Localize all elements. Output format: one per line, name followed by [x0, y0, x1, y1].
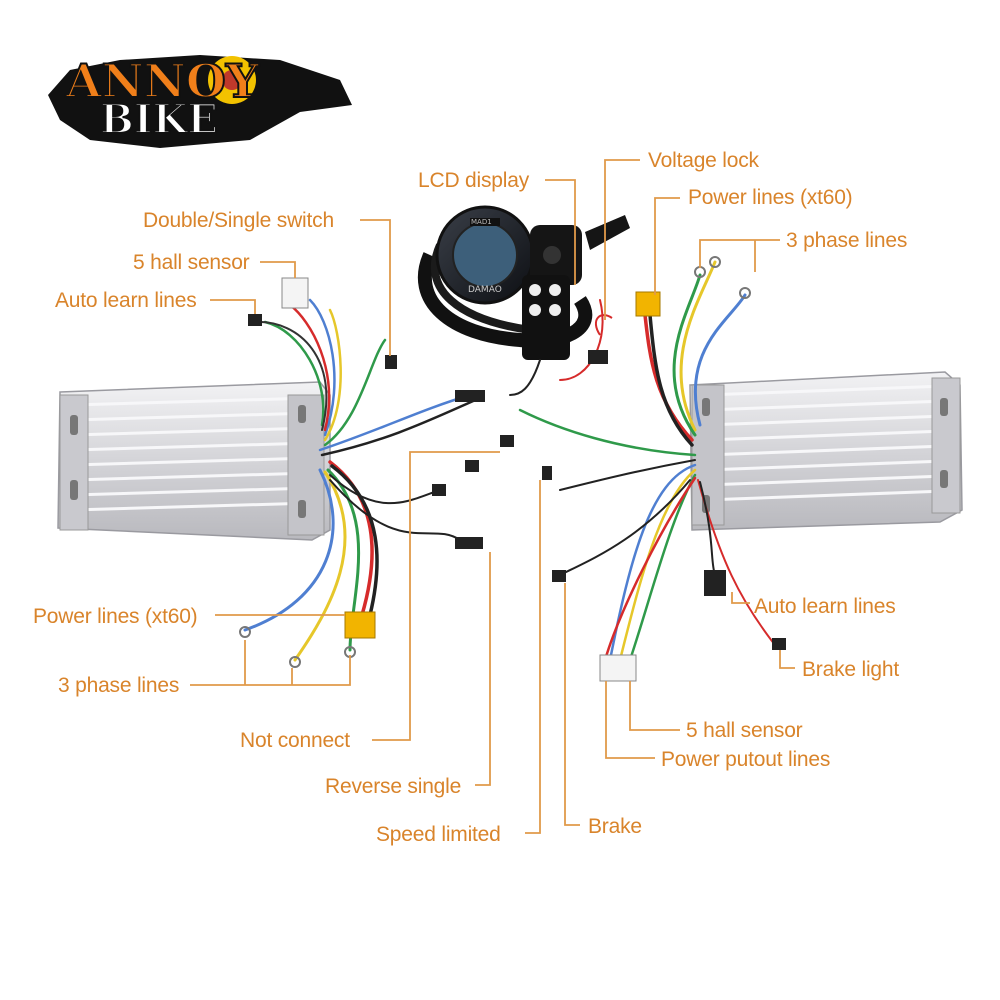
brake-light-connector	[772, 638, 786, 650]
hall-connector-right	[599, 654, 637, 682]
leader-brake-light	[779, 650, 795, 669]
leader-auto-learn-left	[210, 299, 256, 314]
left-controller	[57, 381, 331, 541]
right-wiring	[509, 260, 776, 662]
brand-logo	[48, 55, 352, 148]
label-power-putout-lines: Power putout lines	[661, 748, 831, 771]
label-speed-limited: Speed limited	[376, 823, 501, 846]
display-brand-text: DAMAO	[468, 285, 502, 295]
label-reverse-single: Reverse single	[325, 775, 462, 798]
label-5-hall-sensor-right: 5 hall sensor	[686, 719, 803, 742]
label-voltage-lock: Voltage lock	[648, 149, 759, 172]
switch-connector	[385, 355, 397, 369]
label-lcd-display: LCD display	[418, 169, 530, 192]
leader-3phase-left	[190, 655, 351, 686]
label-double-single-switch: Double/Single switch	[143, 209, 334, 232]
display-model-text: MAD1	[471, 218, 492, 226]
leader-lines	[190, 159, 795, 834]
auto-learn-connector-right	[704, 570, 726, 596]
leader-voltage-lock	[604, 159, 640, 320]
lcd-display-unit: MAD1 DAMAO	[418, 205, 630, 360]
leader-power-lines-right	[654, 197, 680, 295]
logo-line1: ANNOY	[65, 54, 260, 108]
leader-double-single-switch	[360, 219, 391, 356]
label-3-phase-lines-right: 3 phase lines	[786, 229, 908, 252]
leader-speed-limited	[525, 480, 541, 834]
xt60-right-connector	[635, 291, 661, 317]
label-brake-light: Brake light	[802, 658, 900, 681]
label-3-phase-lines-left: 3 phase lines	[58, 674, 180, 697]
auto-learn-connector-left	[248, 314, 262, 326]
leader-not-connect	[372, 451, 500, 741]
leader-auto-learn-right	[731, 592, 750, 604]
leader-5hall-left	[260, 261, 296, 278]
label-power-lines-right: Power lines (xt60)	[688, 186, 853, 209]
right-controller	[689, 371, 963, 531]
xt60-left-connector	[344, 611, 376, 639]
leader-lcd-display	[545, 179, 576, 285]
label-brake: Brake	[588, 815, 642, 838]
label-auto-learn-lines-right: Auto learn lines	[754, 595, 896, 618]
leader-5hall-right	[629, 681, 680, 731]
leader-reverse-single	[475, 552, 491, 786]
label-not-connect: Not connect	[240, 729, 350, 752]
label-power-lines-left: Power lines (xt60)	[33, 605, 198, 628]
label-5-hall-sensor-left: 5 hall sensor	[133, 251, 250, 274]
connectors	[239, 256, 786, 682]
logo-line2: BIKE	[99, 96, 219, 143]
label-auto-learn-lines-left: Auto learn lines	[55, 289, 197, 312]
hall-connector-left	[281, 277, 309, 309]
leader-brake	[564, 583, 580, 826]
leader-power-putout	[605, 681, 655, 759]
